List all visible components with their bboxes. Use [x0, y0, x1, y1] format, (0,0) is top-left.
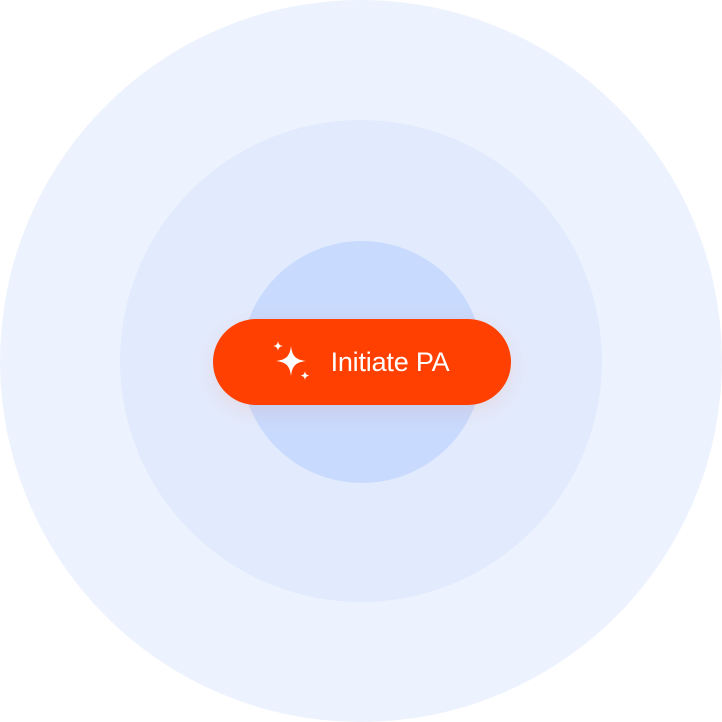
initiate-pa-button-label: Initiate PA: [330, 346, 450, 377]
initiate-pa-button[interactable]: Initiate PA: [213, 319, 511, 405]
sparkles-icon: [269, 340, 313, 384]
